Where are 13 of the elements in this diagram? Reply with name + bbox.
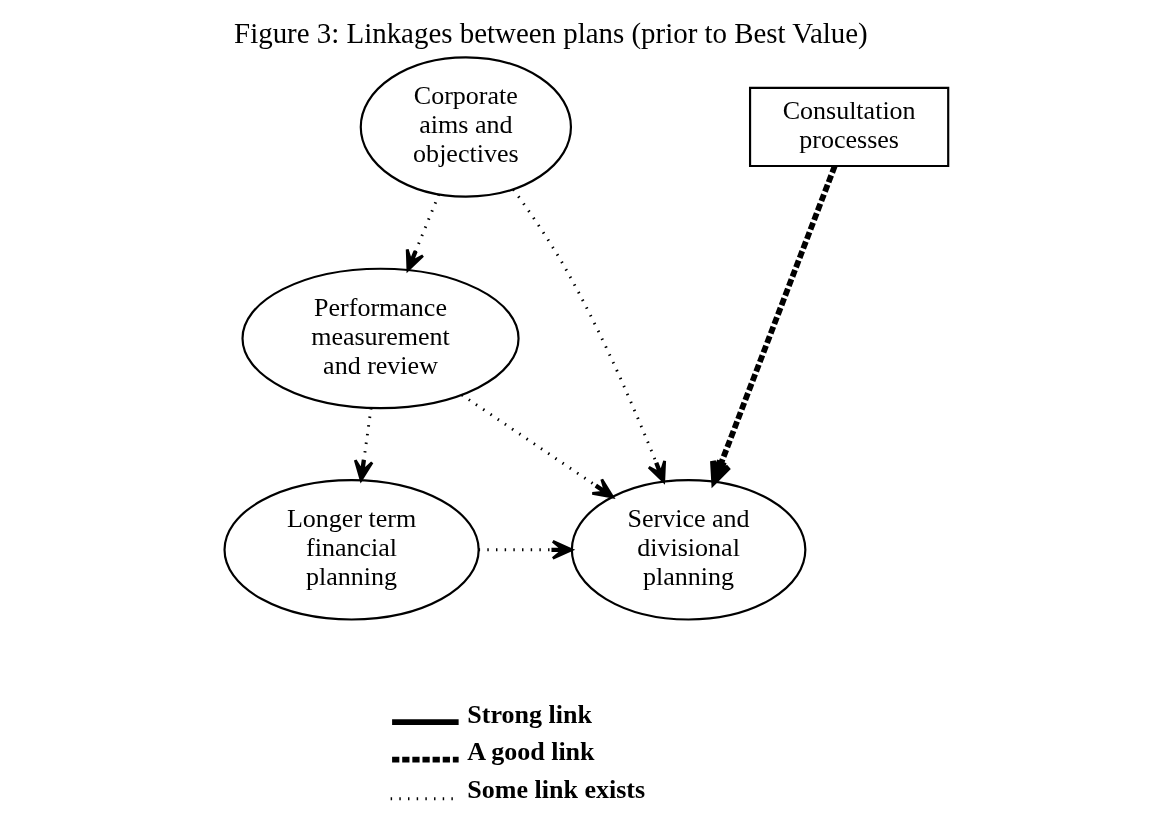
arrow bbox=[512, 188, 667, 483]
legend-label: Some link exists bbox=[467, 774, 646, 804]
arrow bbox=[461, 393, 615, 499]
arrow bbox=[353, 407, 374, 482]
node-ellipse: Performance measurement and review bbox=[241, 267, 520, 410]
legend-label: Strong link bbox=[467, 699, 592, 729]
node-ellipse: Corporate aims and objectives bbox=[359, 56, 573, 198]
legend-label: A good link bbox=[467, 737, 595, 767]
arrow bbox=[478, 539, 574, 560]
arrow bbox=[405, 193, 441, 272]
node-ellipse: Longer term financial planning bbox=[223, 479, 480, 621]
node-box: Consultation processes bbox=[749, 86, 950, 168]
diagram-title: Figure 3: Linkages between plans (prior to Best Value) bbox=[234, 16, 868, 49]
